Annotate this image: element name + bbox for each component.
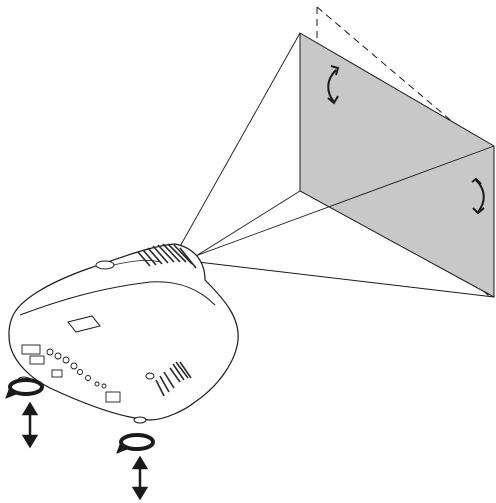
top-button: [95, 260, 115, 270]
curved-double-arrow-icon: [471, 177, 485, 215]
up-down-arrow-icon: [21, 401, 39, 449]
side-vent: [155, 361, 192, 397]
projector: [8, 243, 239, 424]
rotate-icon: [5, 378, 44, 399]
projection-rays: [177, 32, 495, 298]
up-down-arrow-icon: [131, 455, 149, 501]
curved-double-arrow-icon: [327, 65, 340, 105]
projected-image: [299, 32, 495, 298]
rotate-icon: [116, 433, 155, 454]
lens-vents: [137, 243, 197, 269]
lamp-cover: [67, 315, 101, 333]
projector-body: [8, 243, 239, 421]
rear-connector-panel: [21, 344, 121, 403]
rear-foot: [133, 416, 147, 424]
power-indicator: [145, 372, 155, 380]
